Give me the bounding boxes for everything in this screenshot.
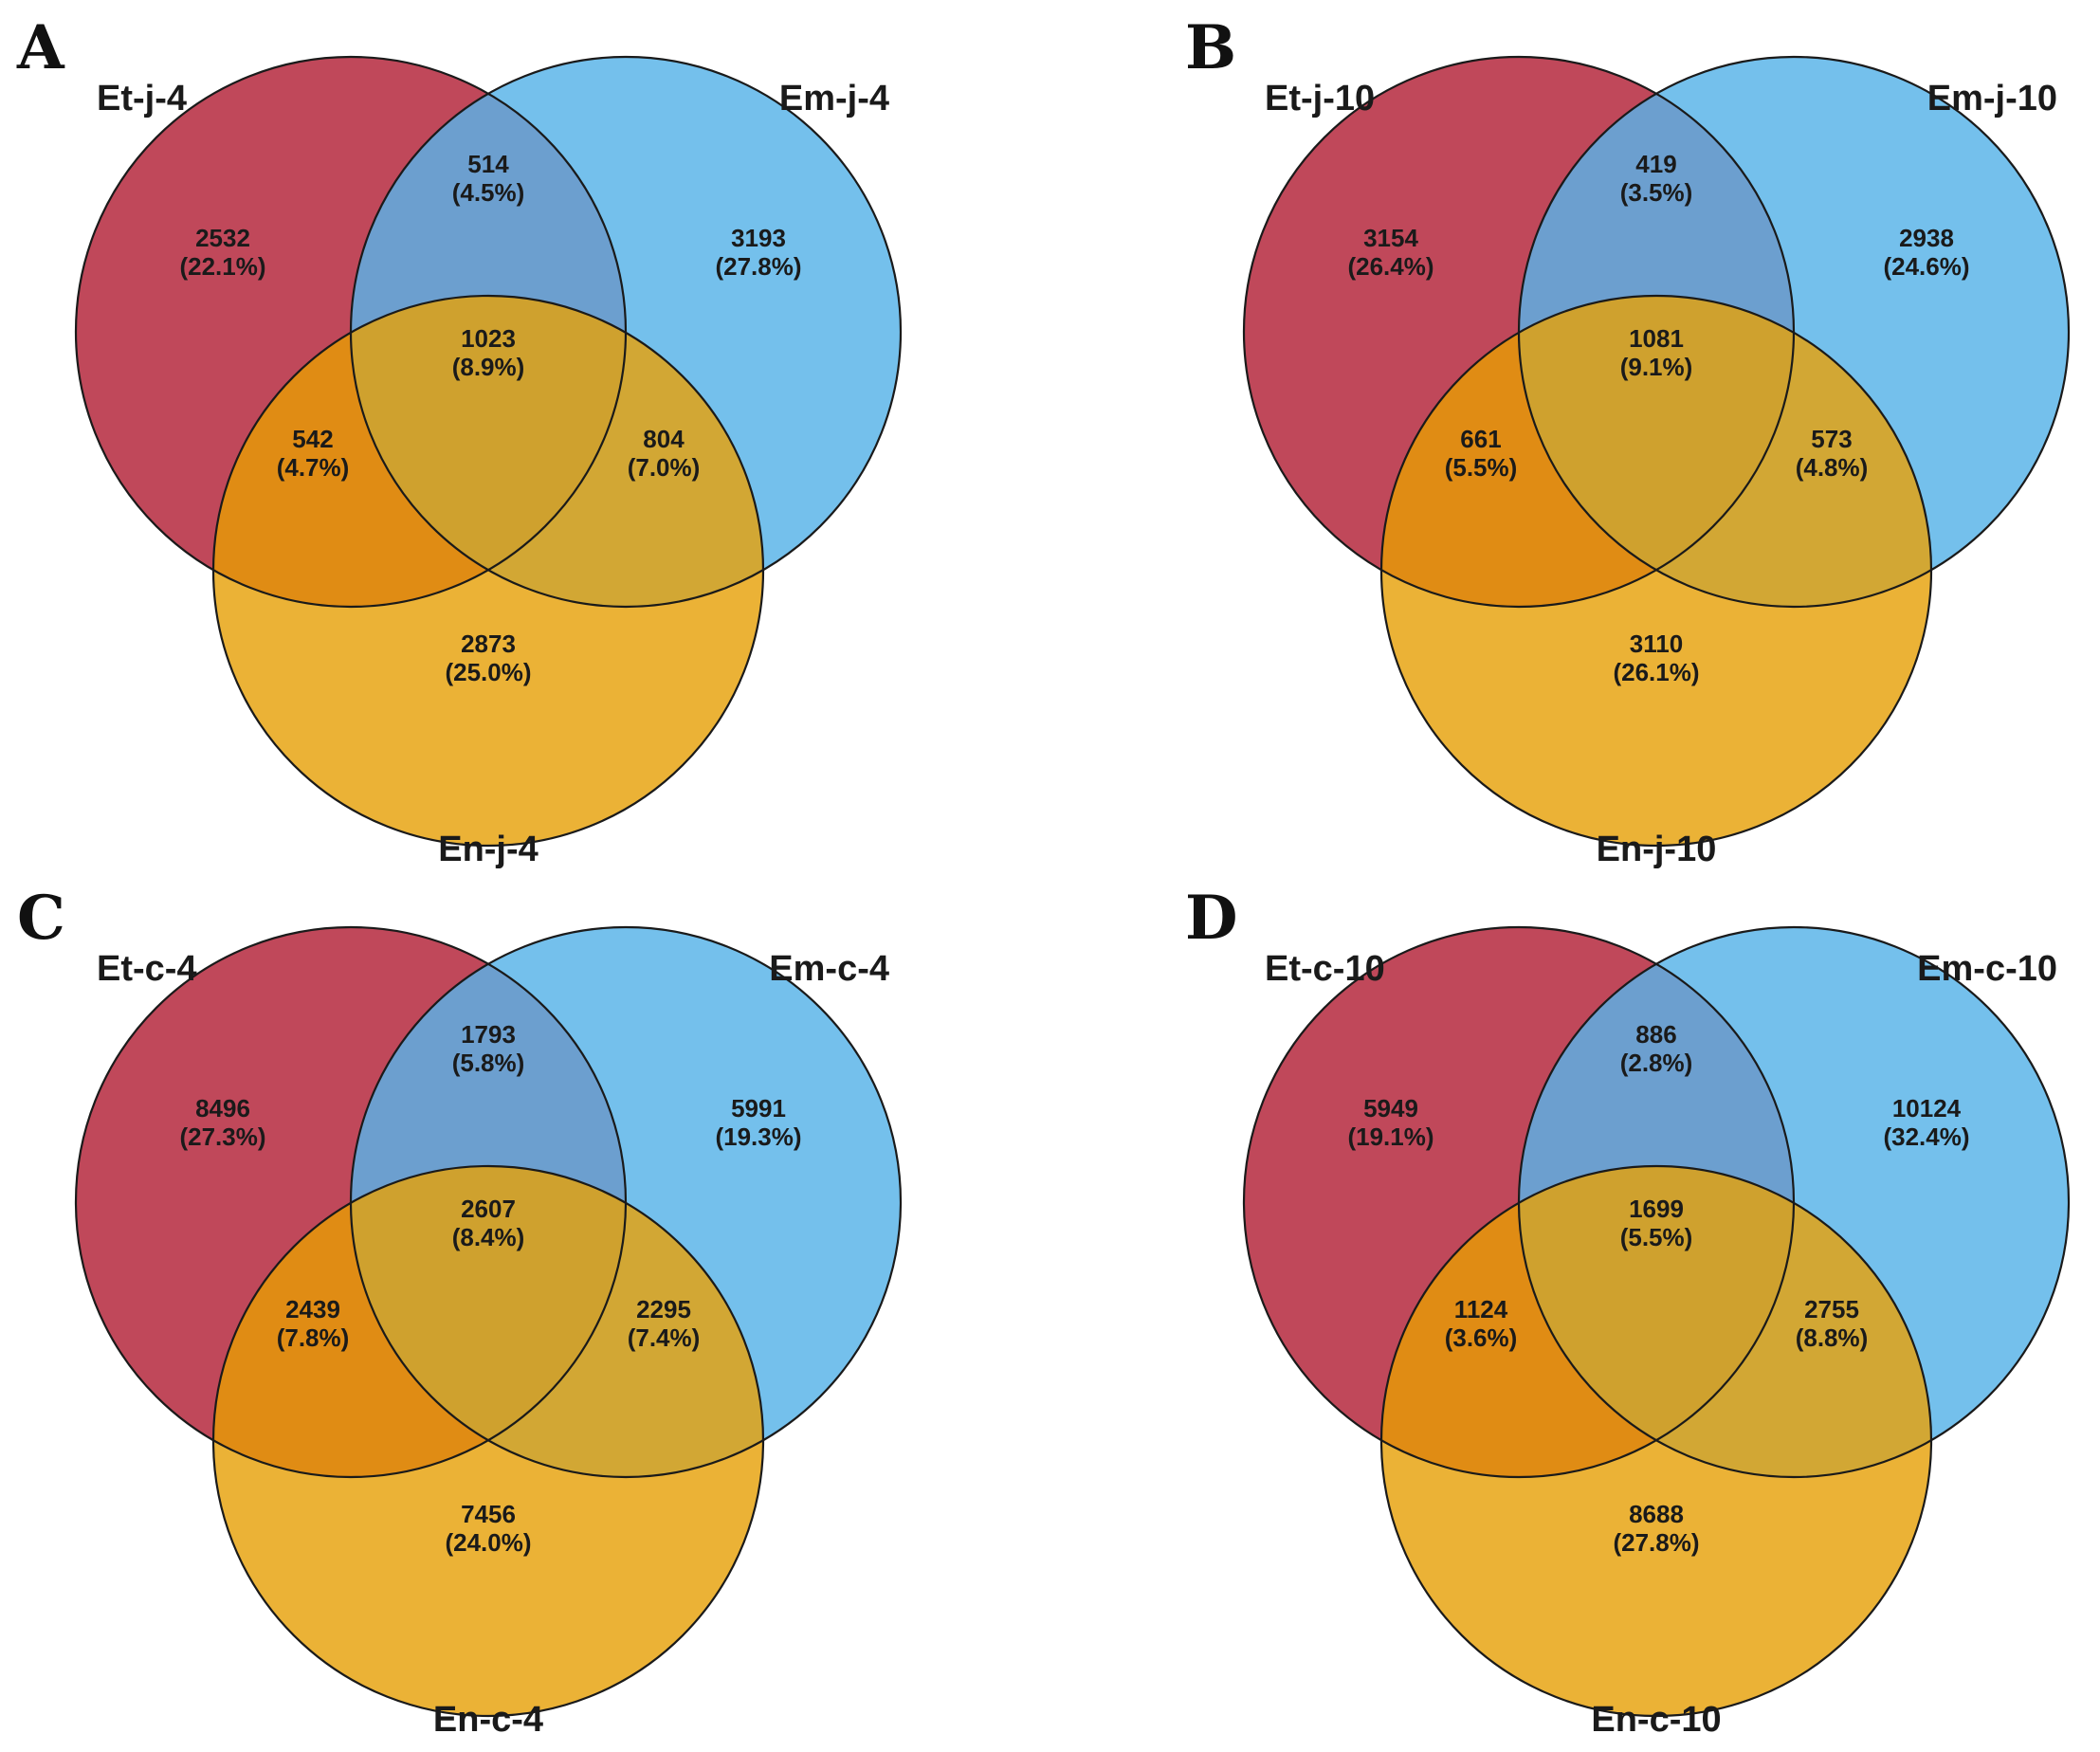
set-b-label: Em-j-10 [1927, 79, 2057, 119]
region-bc-count: 573 [1811, 425, 1852, 453]
region-b_only-pct: (24.6%) [1883, 252, 1969, 281]
region-c_only-pct: (25.0%) [445, 658, 531, 686]
region-bc-pct: (7.4%) [628, 1323, 701, 1352]
region-ab-count: 514 [467, 150, 509, 178]
region-bc-count: 2295 [636, 1295, 691, 1323]
region-c_only-count: 7456 [461, 1500, 516, 1528]
region-c_only-pct: (27.8%) [1613, 1528, 1699, 1557]
region-abc-count: 2607 [461, 1195, 516, 1223]
venn-panel-a: A Et-j-4 Em-j-4En-j-4 2532(22.1%) 3193(27.8%… [16, 12, 903, 869]
circle-outline [211, 294, 765, 848]
set-a-label: Et-j-4 [97, 79, 187, 119]
region-bc-pct: (4.8%) [1796, 453, 1869, 482]
set-a-label: Et-j-10 [1265, 79, 1375, 119]
region-ab-count: 1793 [461, 1020, 516, 1049]
circle-outline [211, 1164, 765, 1718]
region-abc-pct: (5.5%) [1620, 1223, 1693, 1251]
region-abc-count: 1023 [461, 324, 516, 353]
region-b_only-pct: (19.3%) [715, 1122, 801, 1151]
region-ab-pct: (2.8%) [1620, 1049, 1693, 1077]
set-b-label: Em-c-10 [1917, 949, 2057, 989]
region-b_only-count: 3193 [731, 224, 786, 252]
circle-outline [1379, 1164, 1933, 1718]
circle-outline [1379, 294, 1933, 848]
region-ac-pct: (3.6%) [1445, 1323, 1518, 1352]
region-bc-pct: (8.8%) [1796, 1323, 1869, 1352]
region-b_only-count: 10124 [1892, 1094, 1962, 1122]
region-a_only-count: 8496 [195, 1094, 250, 1122]
set-a-label: Et-c-10 [1265, 949, 1385, 989]
set-c-label: En-c-4 [433, 1700, 543, 1740]
venn-panel-c: C Et-c-4 Em-c-4En-c-4 8496(27.3%) 5991(19.3%… [17, 883, 903, 1740]
set-b-label: Em-c-4 [769, 949, 889, 989]
region-c_only-count: 2873 [461, 630, 516, 658]
region-c_only-count: 8688 [1629, 1500, 1684, 1528]
region-c_only-pct: (26.1%) [1613, 658, 1699, 686]
panel-letter: A [16, 12, 65, 83]
region-ab-count: 886 [1635, 1020, 1676, 1049]
region-ac-pct: (7.8%) [277, 1323, 350, 1352]
region-abc-count: 1699 [1629, 1195, 1684, 1223]
region-ab-pct: (3.5%) [1620, 178, 1693, 207]
region-bc-count: 804 [643, 425, 685, 453]
region-ac-count: 1124 [1454, 1295, 1508, 1323]
region-ab-pct: (5.8%) [452, 1049, 525, 1077]
region-a_only-pct: (27.3%) [179, 1122, 265, 1151]
panel-letter: C [17, 883, 65, 954]
region-ac-count: 542 [292, 425, 333, 453]
region-ac-count: 661 [1460, 425, 1501, 453]
region-ab-count: 419 [1635, 150, 1676, 178]
region-ac-pct: (4.7%) [277, 453, 350, 482]
region-ac-pct: (5.5%) [1445, 453, 1518, 482]
set-c-label: En-j-4 [438, 830, 539, 869]
region-bc-count: 2755 [1804, 1295, 1859, 1323]
region-a_only-pct: (22.1%) [179, 252, 265, 281]
region-c_only-count: 3110 [1630, 630, 1683, 658]
region-b_only-count: 5991 [731, 1094, 786, 1122]
region-bc-pct: (7.0%) [628, 453, 701, 482]
region-ab-pct: (4.5%) [452, 178, 525, 207]
region-abc-pct: (9.1%) [1620, 353, 1693, 381]
region-a_only-pct: (19.1%) [1347, 1122, 1433, 1151]
region-b_only-count: 2938 [1899, 224, 1954, 252]
region-ac-count: 2439 [285, 1295, 340, 1323]
region-c_only-pct: (24.0%) [445, 1528, 531, 1557]
panel-letter: D [1185, 883, 1238, 954]
region-a_only-pct: (26.4%) [1347, 252, 1433, 281]
set-c-label: En-j-10 [1597, 830, 1717, 869]
region-abc-count: 1081 [1629, 324, 1684, 353]
set-c-label: En-c-10 [1591, 1700, 1721, 1740]
set-a-label: Et-c-4 [97, 949, 197, 989]
region-a_only-count: 2532 [195, 224, 250, 252]
region-b_only-pct: (27.8%) [715, 252, 801, 281]
panel-letter: B [1185, 12, 1236, 83]
region-b_only-pct: (32.4%) [1883, 1122, 1969, 1151]
region-a_only-count: 5949 [1363, 1094, 1418, 1122]
region-abc-pct: (8.4%) [452, 1223, 525, 1251]
region-a_only-count: 3154 [1363, 224, 1418, 252]
region-abc-pct: (8.9%) [452, 353, 525, 381]
set-b-label: Em-j-4 [779, 79, 889, 119]
